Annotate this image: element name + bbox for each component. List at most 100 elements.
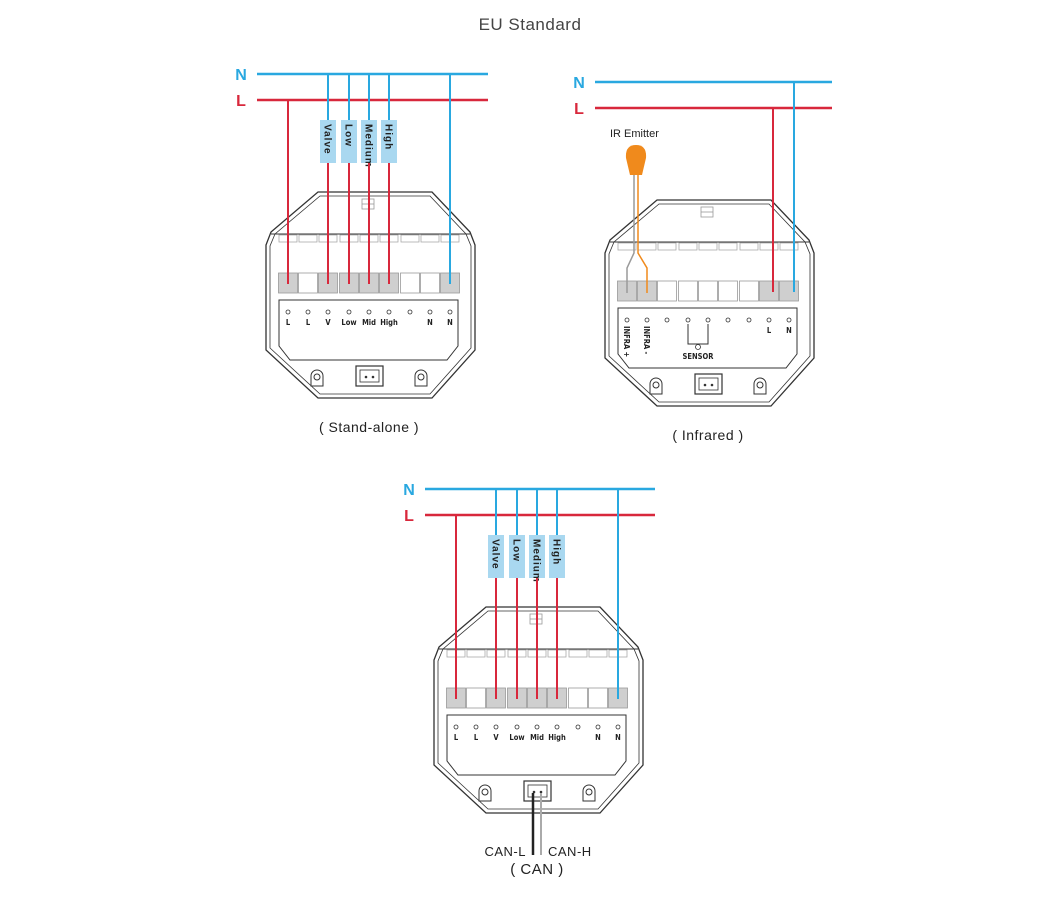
load-label: Low <box>511 539 522 562</box>
load-box-medium <box>529 535 545 578</box>
screw-hole <box>478 784 492 802</box>
terminal-dot <box>615 724 621 730</box>
mounting-tab-icon <box>700 206 714 218</box>
terminal-7 <box>400 272 420 294</box>
load-box-valve <box>488 535 504 578</box>
terminal-label: INFRA - <box>642 326 651 355</box>
terminal-dot <box>386 309 392 315</box>
terminal-slot <box>400 234 420 243</box>
terminal-label: Mid <box>530 733 544 742</box>
connector-pin <box>364 375 368 379</box>
terminal-label: Low <box>509 733 524 742</box>
diagram-caption: ( CAN ) <box>510 861 564 878</box>
terminal-9 <box>779 280 799 302</box>
terminal-slot <box>779 242 799 251</box>
connector-pin <box>703 383 707 387</box>
connector-port-inner <box>359 369 380 383</box>
device-body-inner-outline <box>269 195 472 395</box>
diagram-caption: ( Stand-alone ) <box>319 419 419 435</box>
screw-hole <box>310 369 324 387</box>
terminal-5 <box>698 280 718 302</box>
terminal-label: Low <box>341 318 356 327</box>
connector-pin <box>710 383 714 387</box>
terminal-dot <box>746 317 752 323</box>
load-label: Valve <box>322 124 333 155</box>
terminal-8 <box>420 272 440 294</box>
load-label: Medium <box>363 124 374 168</box>
terminal-dot <box>534 724 540 730</box>
live-label: L <box>404 508 414 525</box>
neutral-label: N <box>573 75 585 92</box>
terminal-dot <box>685 317 691 323</box>
terminal-dot <box>725 317 731 323</box>
screw-hole-circle <box>756 381 764 389</box>
terminal-label-panel <box>278 299 459 361</box>
terminal-dot <box>346 309 352 315</box>
neutral-label: N <box>403 482 415 499</box>
terminal-dot <box>514 724 520 730</box>
ir-emitter-icon <box>625 145 647 175</box>
terminal-slot <box>466 649 486 658</box>
can-high-label: CAN-H <box>548 844 592 859</box>
terminal-dot <box>493 724 499 730</box>
ir-wire-grey <box>626 174 635 293</box>
screw-hole <box>753 377 767 395</box>
terminal-label: L <box>767 326 772 335</box>
load-label: Medium <box>531 539 542 583</box>
screw-hole <box>582 784 596 802</box>
terminal-6 <box>718 280 738 302</box>
live-label: L <box>574 101 584 118</box>
sensor-dot <box>695 344 701 350</box>
terminal-7 <box>568 687 588 709</box>
terminal-8 <box>588 687 608 709</box>
terminal-dot <box>575 724 581 730</box>
terminal-label: N <box>615 733 621 742</box>
load-box-high <box>381 120 397 163</box>
terminal-dot <box>427 309 433 315</box>
terminal-slot <box>568 649 588 658</box>
terminal-dot <box>447 309 453 315</box>
terminal-slot <box>588 649 608 658</box>
screw-hole-circle <box>585 788 593 796</box>
terminal-label: High <box>548 733 566 742</box>
terminal-8 <box>759 280 779 302</box>
load-label: High <box>551 539 562 565</box>
screw-hole-circle <box>481 788 489 796</box>
sensor-label: SENSOR <box>683 352 715 361</box>
terminal-dot <box>766 317 772 323</box>
terminal-slot <box>718 242 738 251</box>
terminal-4 <box>678 280 698 302</box>
terminal-dot <box>595 724 601 730</box>
terminal-dot <box>624 317 630 323</box>
terminal-dot <box>305 309 311 315</box>
connector-pin <box>371 375 375 379</box>
page-title: EU Standard <box>479 15 582 34</box>
connector-pin <box>532 790 536 794</box>
terminal-label: N <box>595 733 601 742</box>
terminal-dot <box>407 309 413 315</box>
load-box-valve <box>320 120 336 163</box>
terminal-label: L <box>474 733 479 742</box>
terminal-dot <box>786 317 792 323</box>
connector-port-inner <box>698 377 719 391</box>
terminal-label: Mid <box>362 318 376 327</box>
screw-hole-circle <box>313 373 321 381</box>
terminal-dot <box>554 724 560 730</box>
load-box-low <box>509 535 525 578</box>
terminal-dot <box>366 309 372 315</box>
load-box-medium <box>361 120 377 163</box>
terminal-slot <box>698 242 718 251</box>
terminal-slot <box>617 242 637 251</box>
terminal-label: L <box>306 318 311 327</box>
terminal-label: N <box>786 326 792 335</box>
connector-port-inner <box>527 784 548 798</box>
terminal-dot <box>473 724 479 730</box>
screw-hole-circle <box>417 373 425 381</box>
load-box-low <box>341 120 357 163</box>
terminal-3 <box>657 280 677 302</box>
diagram-caption: ( Infrared ) <box>672 427 743 443</box>
